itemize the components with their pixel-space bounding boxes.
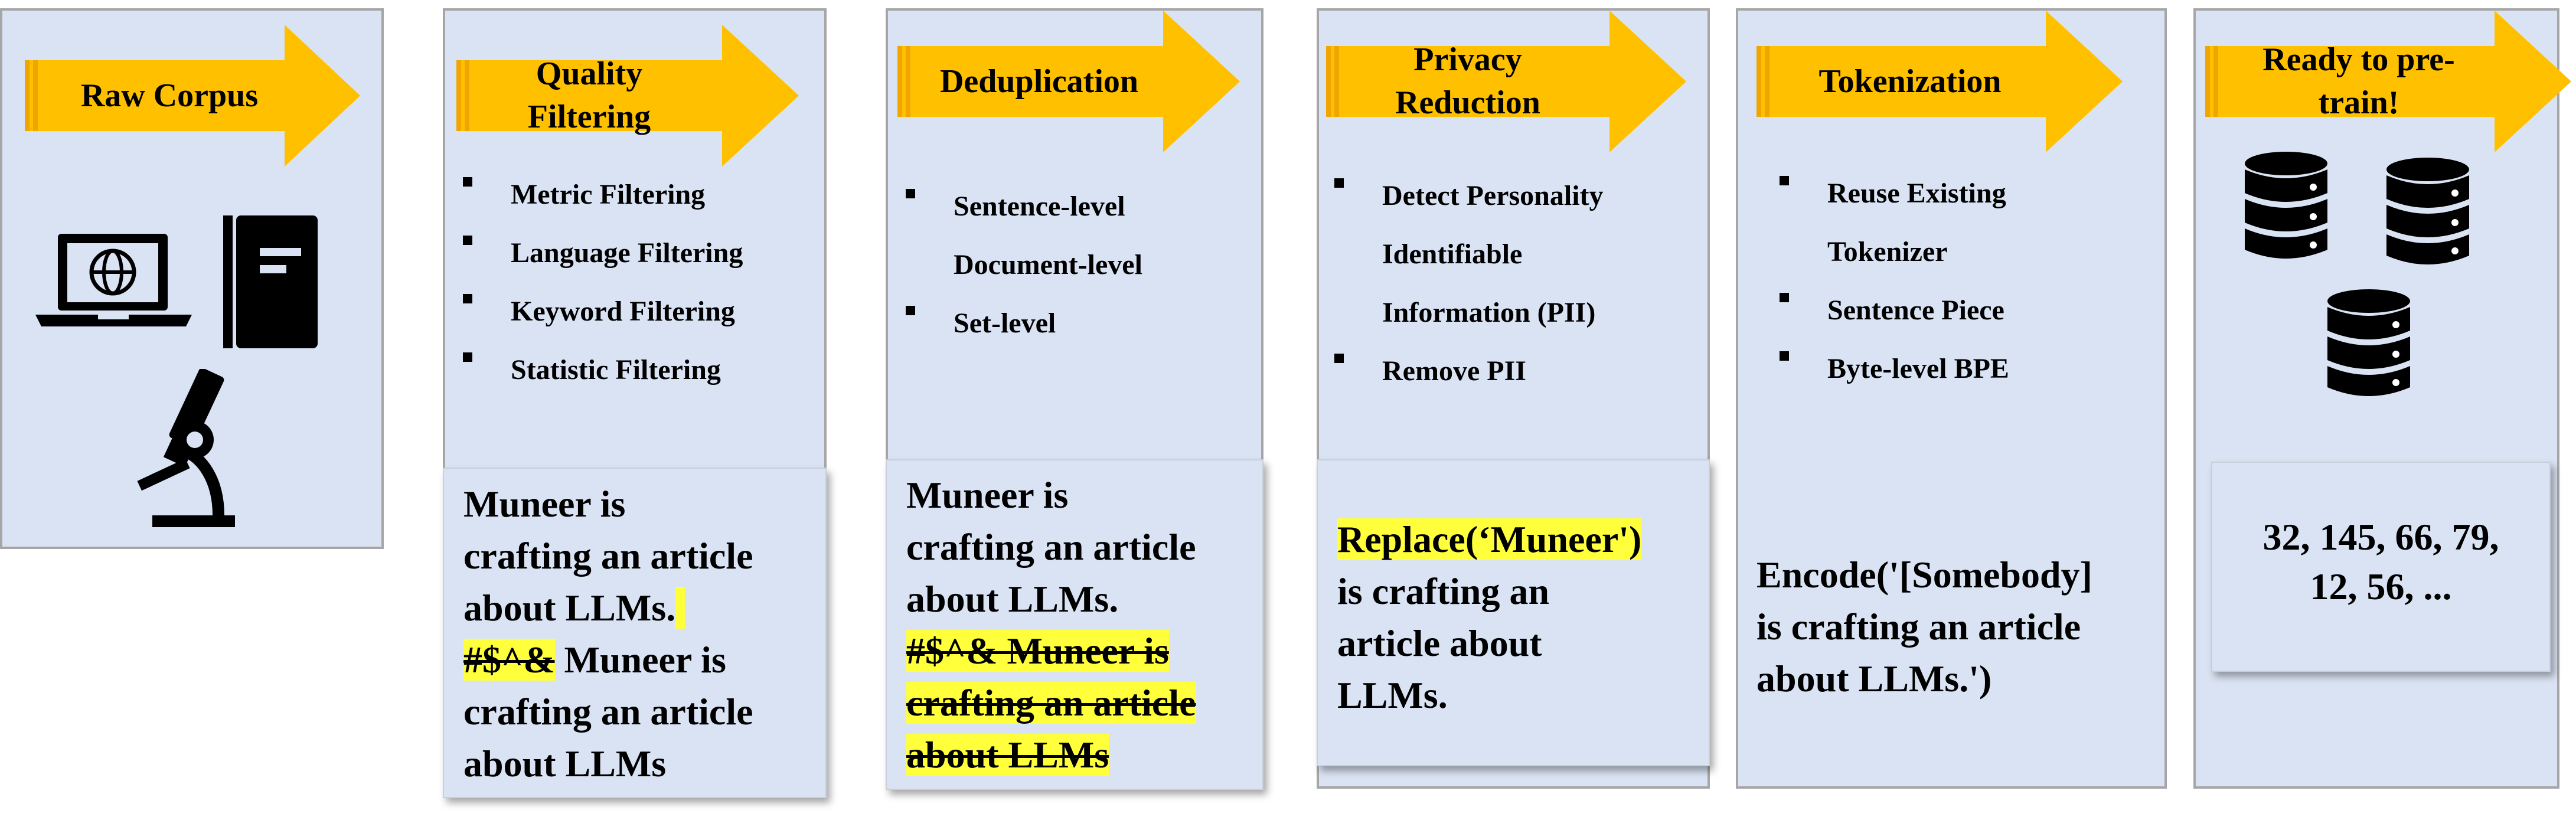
tokenization-example-text: Encode('[Somebody] is crafting an articl… bbox=[1756, 549, 2164, 705]
deduplication-arrow: Deduplication bbox=[897, 11, 1240, 152]
bullet-item: Sentence Piece bbox=[1771, 293, 2161, 351]
tokenization-arrow: Tokenization bbox=[1756, 11, 2123, 152]
bullet-item: Detect Personality bbox=[1326, 178, 1704, 237]
quality-example-text: Muneer is crafting an article about LLMs… bbox=[463, 478, 818, 790]
ready-example-box bbox=[2211, 462, 2551, 672]
token-ids-text: 32, 145, 66, 79, 12, 56, ... bbox=[2211, 512, 2551, 612]
example-line: Muneer is bbox=[463, 483, 626, 525]
bullet-item: Keyword Filtering bbox=[455, 294, 821, 352]
example-line: about LLMs bbox=[906, 729, 1255, 781]
database-icon bbox=[2386, 158, 2469, 264]
arrow-shape bbox=[1756, 11, 2123, 152]
arrow-shape bbox=[2205, 11, 2571, 152]
bullet-item: Set-level bbox=[897, 306, 1252, 364]
duplicate-removed: crafting an article bbox=[906, 682, 1196, 724]
bullet-item: Tokenizer bbox=[1827, 236, 1948, 267]
arrow-shape bbox=[1326, 11, 1686, 152]
example-line: 12, 56, ... bbox=[2310, 566, 2452, 607]
bullet-item: Reuse Existing bbox=[1771, 176, 2161, 234]
privacy-example-box bbox=[1317, 459, 1710, 766]
bullet-item: Information (PII) bbox=[1382, 297, 1596, 328]
privacy-reduction-arrow: Privacy Reduction bbox=[1326, 11, 1686, 152]
example-line: crafting an article bbox=[906, 526, 1196, 568]
privacy-example-text: Replace(‘Muneer') is crafting an article… bbox=[1337, 514, 1703, 721]
bullet-item: Statistic Filtering bbox=[455, 352, 821, 411]
deduplication-levels: Sentence-level Document-level Set-level bbox=[897, 189, 1252, 364]
book-icon bbox=[223, 215, 318, 348]
example-line: is crafting an article bbox=[1756, 606, 2081, 648]
bullet-item: Language Filtering bbox=[455, 236, 821, 294]
bullet-item: Metric Filtering bbox=[455, 177, 821, 236]
stage-title: Deduplication bbox=[939, 63, 1139, 100]
example-line: crafting an article bbox=[463, 535, 753, 577]
stage-title: Ready to pre-train! bbox=[2262, 41, 2455, 121]
tokenization-panel bbox=[1736, 8, 2167, 789]
stage-title: Quality Filtering bbox=[527, 55, 651, 135]
example-line: crafting an article bbox=[906, 677, 1255, 729]
microscope-icon bbox=[137, 369, 235, 527]
arrow-shape bbox=[897, 11, 1240, 152]
example-line: #$^& Muneer is bbox=[463, 639, 726, 681]
quality-filtering-methods: Metric Filtering Language Filtering Keyw… bbox=[455, 177, 821, 411]
bullet-item: Identifiable bbox=[1382, 238, 1523, 270]
example-line: about LLMs. bbox=[463, 582, 818, 634]
quality-filtering-arrow: Quality Filtering bbox=[456, 25, 799, 166]
duplicate-removed: about LLMs bbox=[906, 734, 1109, 776]
example-line: about LLMs.') bbox=[1756, 658, 1992, 700]
bullet-item: Byte-level BPE bbox=[1771, 351, 2161, 410]
example-line: LLMs. bbox=[1337, 674, 1448, 716]
ready-to-pretrain-arrow: Ready to pre-train! bbox=[2205, 11, 2571, 152]
stage-title: Raw Corpus bbox=[80, 77, 259, 114]
example-line: is crafting an bbox=[1337, 570, 1550, 612]
bullet-item: Remove PII bbox=[1326, 354, 1704, 412]
raw-corpus-arrow: Raw Corpus bbox=[25, 25, 360, 166]
arrow-shape bbox=[456, 25, 799, 166]
dedup-example-text: Muneer is crafting an article about LLMs… bbox=[906, 469, 1255, 781]
privacy-reduction-steps: Detect Personality Identifiable Informat… bbox=[1326, 178, 1704, 412]
bullet-item: Sentence-level bbox=[897, 189, 1252, 247]
laptop-globe-icon bbox=[35, 234, 192, 326]
arrow-shape bbox=[25, 25, 360, 166]
example-line: about LLMs bbox=[463, 743, 667, 785]
example-line: Encode('[Somebody] bbox=[1756, 554, 2092, 596]
tokenization-methods: Reuse Existing Tokenizer Sentence Piece … bbox=[1771, 176, 2161, 410]
stage-title: Tokenization bbox=[1818, 63, 2002, 100]
quality-example-box bbox=[443, 468, 827, 798]
duplicate-removed: #$^& Muneer is bbox=[906, 630, 1169, 672]
example-line: Replace(‘Muneer') bbox=[1337, 514, 1703, 566]
example-line: Muneer is bbox=[906, 474, 1069, 516]
noise-removed: #$^& bbox=[463, 639, 555, 681]
pii-replacement: Replace(‘Muneer') bbox=[1337, 518, 1642, 560]
example-line: article about bbox=[1337, 622, 1542, 664]
stage-title: Privacy Reduction bbox=[1395, 41, 1540, 121]
example-line: #$^& Muneer is bbox=[906, 625, 1255, 677]
example-line: 32, 145, 66, 79, bbox=[2262, 516, 2499, 558]
example-line: about LLMs. bbox=[906, 578, 1119, 620]
database-icon bbox=[2327, 289, 2410, 396]
database-icon bbox=[2245, 152, 2327, 259]
bullet-item: Document-level bbox=[954, 249, 1142, 280]
example-line: crafting an article bbox=[463, 691, 753, 733]
